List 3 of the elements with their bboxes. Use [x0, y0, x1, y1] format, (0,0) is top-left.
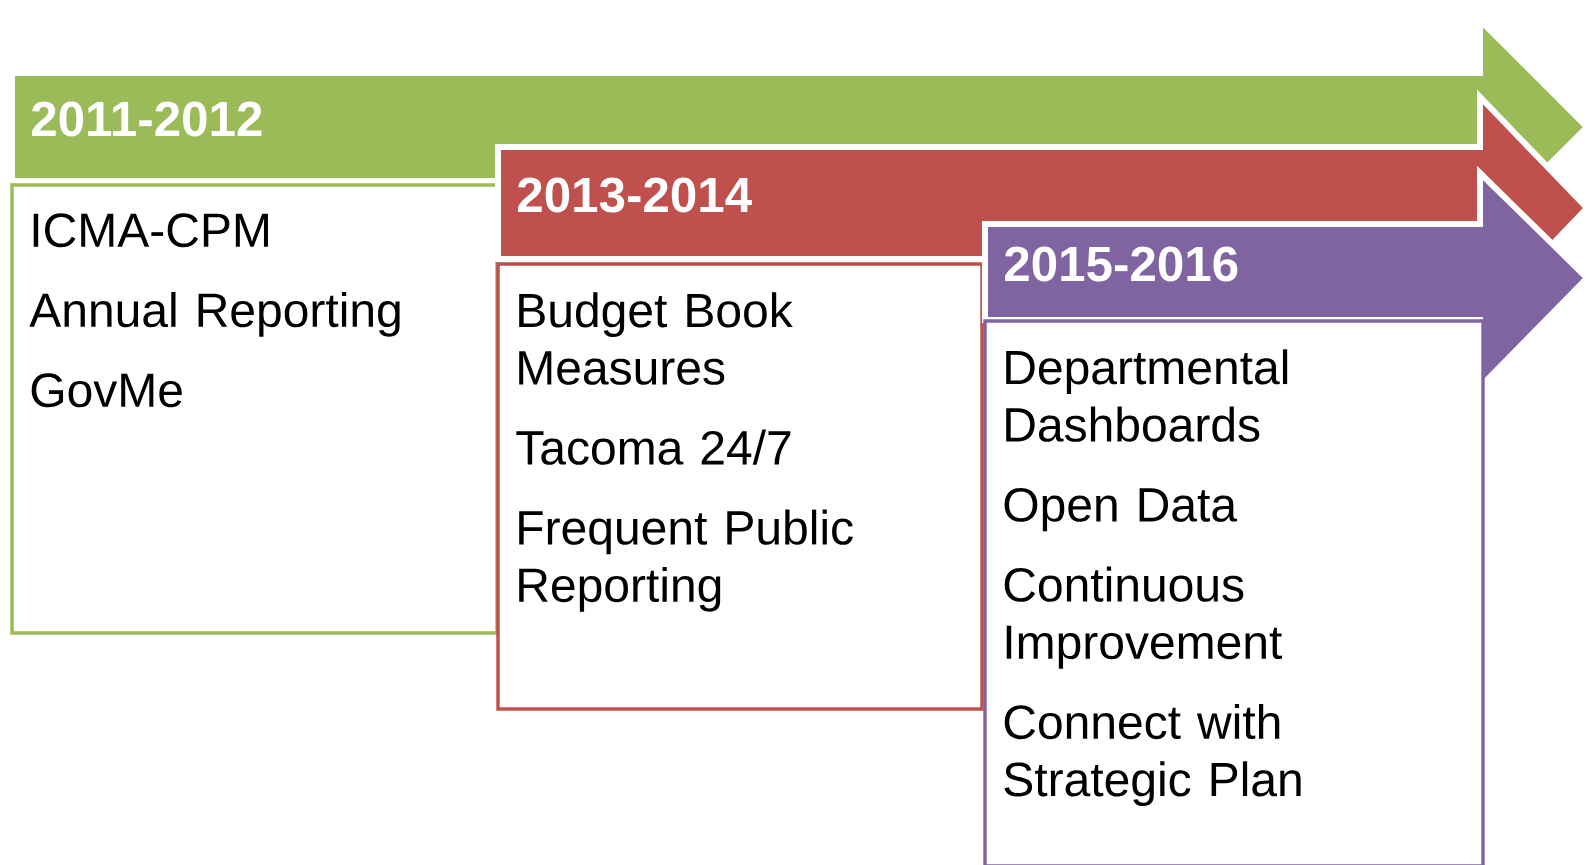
- text-box: Departmental Dashboards Open Data Continuous Improvement Connect with Strategic Plan: [983, 319, 1485, 865]
- text-box: Budget Book Measures Tacoma 24/7 Frequent Public Reporting: [496, 262, 984, 711]
- text-box: ICMA-CPM Annual Reporting GovMe: [10, 183, 499, 635]
